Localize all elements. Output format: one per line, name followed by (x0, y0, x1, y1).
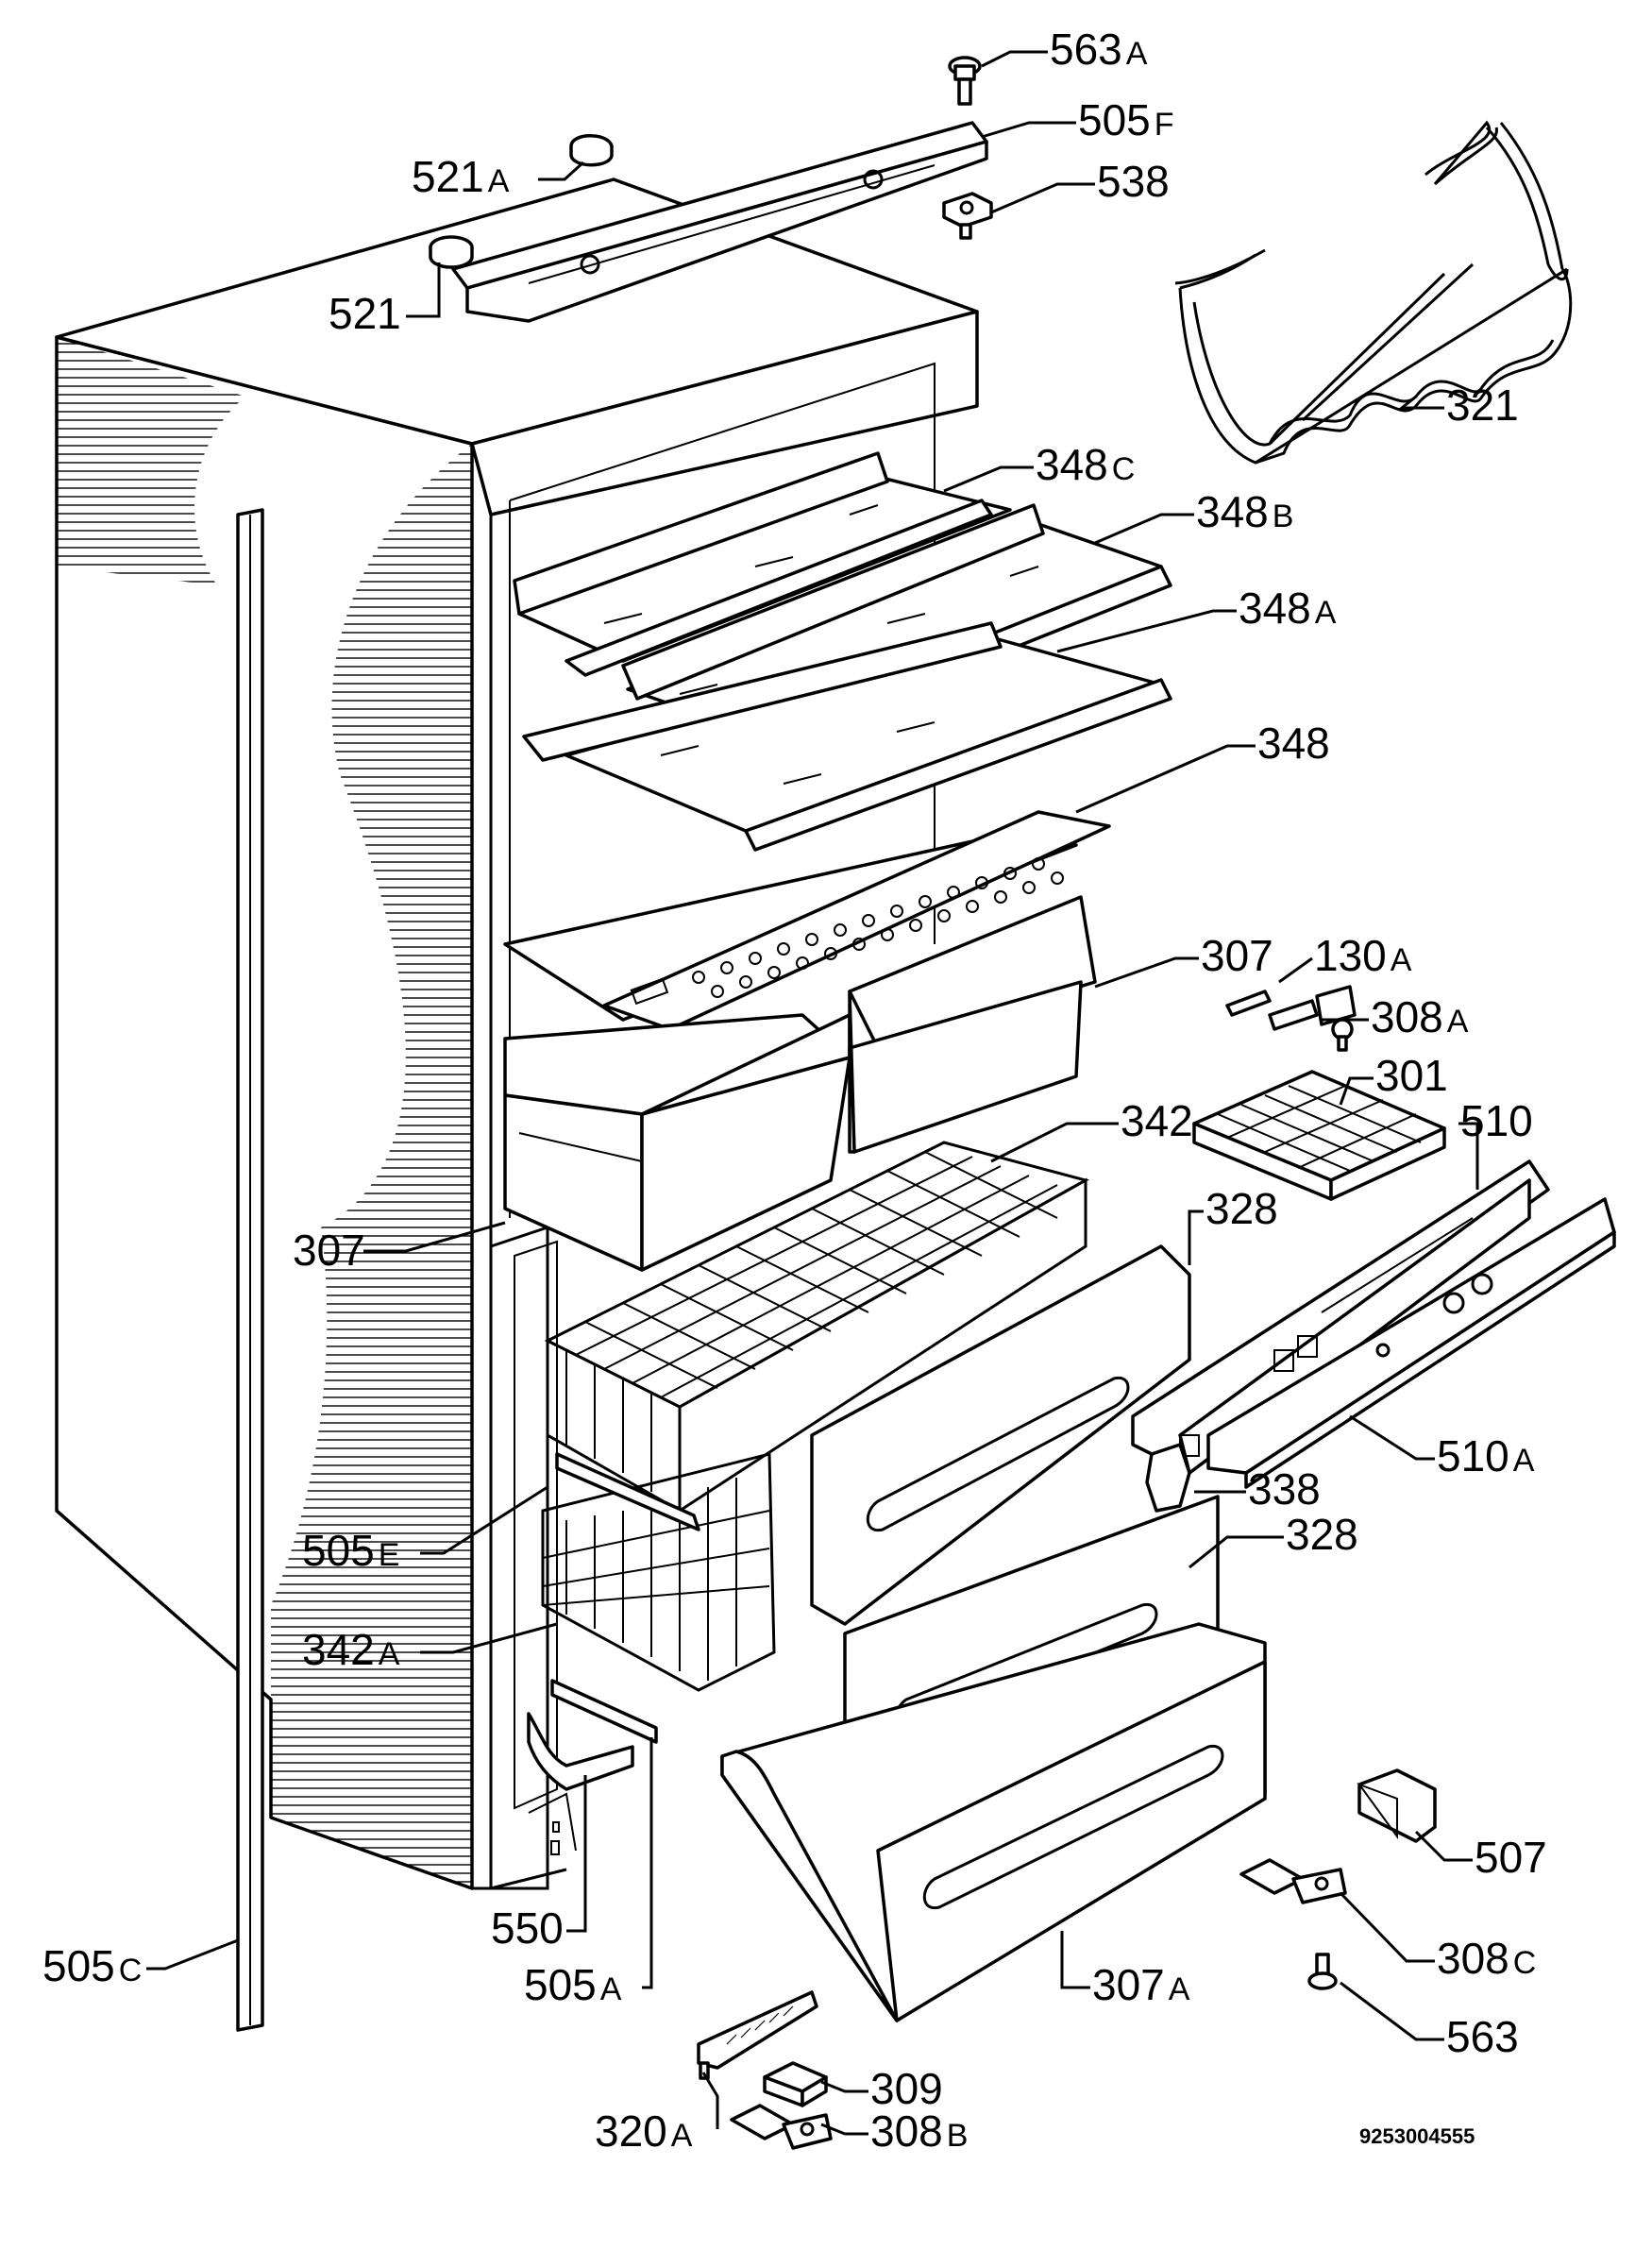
part-510a-lamp-cover (1206, 1197, 1616, 1489)
leader-lines (146, 50, 1479, 2136)
label-328-top: 328 (1205, 1184, 1278, 1233)
label-338: 338 (1248, 1464, 1321, 1514)
label-342: 342 (1121, 1096, 1193, 1145)
part-348a-glass-shelf (522, 621, 1172, 852)
label-321: 321 (1446, 381, 1519, 430)
label-563: 563 (1446, 2012, 1519, 2061)
part-308a-hinge (1268, 985, 1357, 1052)
part-321-bottle-rack (1174, 120, 1573, 465)
part-505e-runner (555, 1452, 700, 1531)
document-id: 9253004555 (1359, 2124, 1475, 2148)
side-panel-shading (57, 337, 472, 1888)
label-507: 507 (1475, 1833, 1547, 1882)
part-507-stop (1357, 1768, 1437, 1843)
shelf-348-perforation (692, 857, 1064, 998)
part-521a-cap (569, 134, 614, 167)
part-307-crisper-right (848, 895, 1097, 1154)
part-348c-glass-shelf (513, 451, 1012, 677)
label-348: 348 (1257, 719, 1330, 768)
label-510: 510 (1460, 1096, 1533, 1145)
part-307a-bottom-drawer (720, 1622, 1267, 2022)
part-538-bracket (942, 192, 993, 240)
part-338-clip (1145, 1443, 1191, 1513)
part-309-block (763, 2061, 828, 2107)
part-550-cover (527, 1712, 634, 1791)
part-308b-hinge (730, 2104, 833, 2150)
part-328-flap-upper (810, 1244, 1191, 1626)
part-301-ice-tray (1192, 1070, 1446, 1201)
label-309: 309 (870, 2064, 943, 2113)
label-307-top: 307 (1201, 931, 1273, 980)
label-521: 521 (329, 289, 401, 338)
label-538: 538 (1097, 157, 1170, 206)
part-342-wire-basket (544, 1141, 1089, 1514)
part-320a-rail (697, 1990, 818, 2080)
part-307-crisper-left (503, 1013, 851, 1272)
part-130a-strip (1225, 990, 1272, 1017)
part-563a-screw (948, 56, 982, 106)
part-505a-runner (550, 1679, 658, 1744)
label-550: 550 (491, 1903, 564, 1953)
part-521-cap (429, 235, 474, 269)
part-342a-wire-basket (541, 1452, 776, 1692)
part-505f-top-rail (451, 121, 988, 323)
label-301: 301 (1375, 1051, 1448, 1100)
part-563-screw (1307, 1953, 1338, 1990)
part-308c-hinge (1239, 1858, 1347, 1904)
label-307-left: 307 (293, 1226, 365, 1275)
label-328-mid: 328 (1286, 1510, 1358, 1559)
part-348-glass-shelf (503, 810, 1111, 1031)
part-505c-door-seal (236, 508, 264, 2032)
